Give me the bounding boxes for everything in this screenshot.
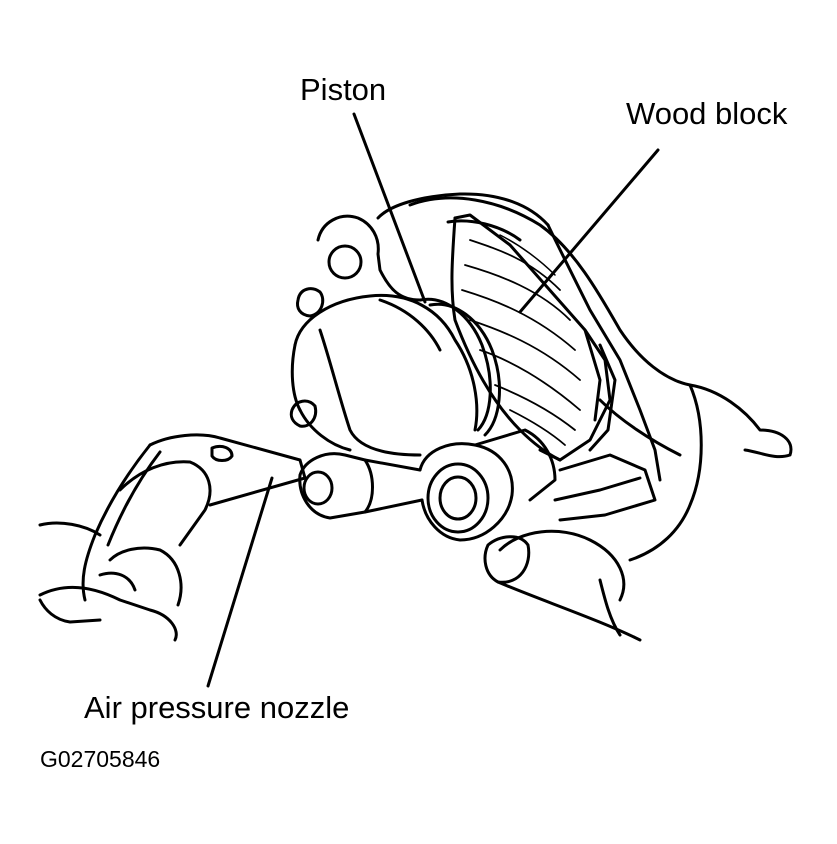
air-pressure-nozzle-label: Air pressure nozzle — [84, 690, 350, 725]
wood-block — [450, 213, 612, 462]
piston-label: Piston — [300, 72, 387, 107]
leader-lines — [206, 112, 660, 688]
piston-leader-line — [352, 112, 427, 304]
nozzle-leader-line — [206, 476, 274, 688]
brake-caliper — [289, 192, 662, 542]
figure-code: G02705846 — [40, 746, 161, 772]
left-hand — [38, 521, 178, 642]
air-pressure-nozzle — [81, 433, 307, 607]
wood-block-label: Wood block — [626, 96, 788, 131]
wood-block-leader-line — [518, 148, 660, 314]
